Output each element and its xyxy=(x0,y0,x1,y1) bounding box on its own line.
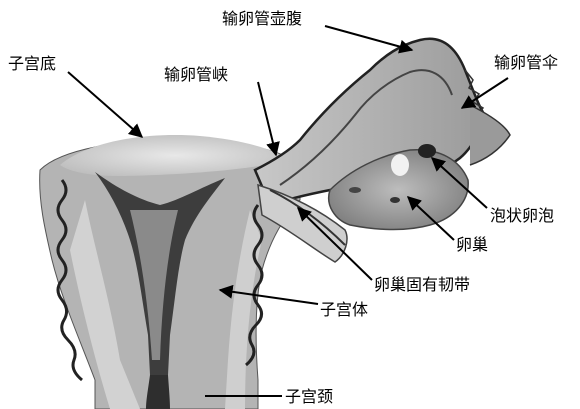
label-uterine-body: 子宫体 xyxy=(320,300,368,319)
label-cervix: 子宫颈 xyxy=(285,387,333,406)
label-follicle: 泡状卵泡 xyxy=(490,206,554,225)
follicle-shape xyxy=(418,144,436,158)
label-ampulla: 输卵管壶腹 xyxy=(222,9,302,28)
label-ovarian-ligament: 卵巢固有韧带 xyxy=(374,275,470,294)
ampulla-line xyxy=(325,26,412,50)
fundus-line xyxy=(68,72,142,137)
label-ovary: 卵巢 xyxy=(456,235,488,254)
follicle-highlight xyxy=(391,154,409,176)
label-fundus: 子宫底 xyxy=(8,54,56,73)
label-fimbria: 输卵管伞 xyxy=(494,53,558,72)
label-isthmus: 输卵管峡 xyxy=(164,65,228,84)
isthmus-line xyxy=(258,82,276,155)
